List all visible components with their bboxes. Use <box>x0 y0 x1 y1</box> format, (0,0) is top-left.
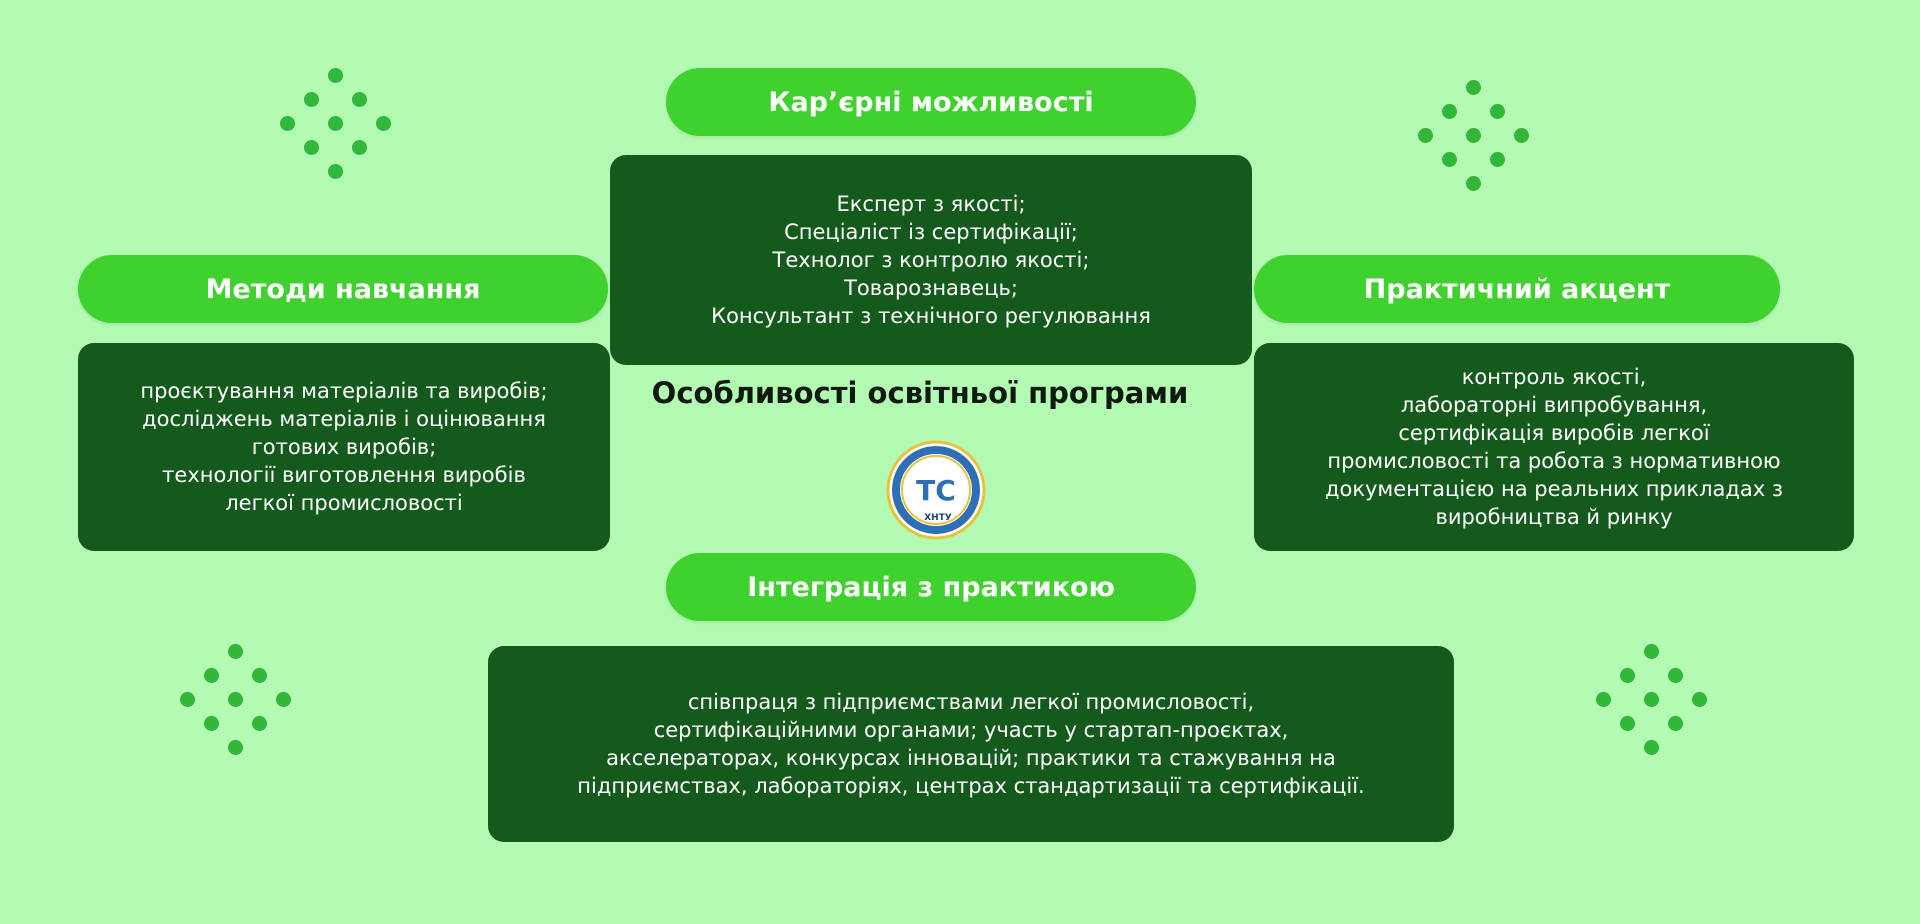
methods-title: Методи навчання <box>205 273 481 305</box>
methods-title-pill: Методи навчання <box>78 255 608 323</box>
decorative-dot <box>1668 668 1683 683</box>
integration-title: Інтеграція з практикою <box>747 571 1115 603</box>
practical-title: Практичний акцент <box>1363 273 1671 305</box>
decorative-dot <box>1596 692 1611 707</box>
logo-letters: ТС <box>916 474 956 507</box>
practical-line: промисловості та робота з нормативною <box>1327 449 1781 473</box>
decorative-dot <box>1644 644 1659 659</box>
decorative-dot <box>228 692 243 707</box>
decorative-dot <box>1620 668 1635 683</box>
center-title: Особливості освітньої програми <box>651 376 1189 410</box>
decorative-dot <box>304 92 319 107</box>
decorative-dot <box>352 140 367 155</box>
career-item: Спеціаліст із сертифікації; <box>784 220 1078 244</box>
decorative-dot <box>304 140 319 155</box>
decorative-dot <box>280 116 295 131</box>
integration-line: підприємствах, лабораторіях, центрах ста… <box>577 774 1365 798</box>
integration-box: співпраця з підприємствами легкої промис… <box>488 646 1454 842</box>
decorative-dot <box>1514 128 1529 143</box>
decorative-dot <box>1490 152 1505 167</box>
career-list: Експерт з якості; Спеціаліст із сертифік… <box>711 190 1151 330</box>
decorative-dot <box>1668 716 1683 731</box>
practical-line: контроль якості, <box>1461 365 1647 389</box>
practical-line: виробництва й ринку <box>1435 505 1673 529</box>
decorative-dot <box>1620 716 1635 731</box>
logo-text: ХНТУ <box>924 513 952 523</box>
practical-box: контроль якості, лабораторні випробуванн… <box>1254 343 1854 551</box>
decorative-dot <box>228 740 243 755</box>
decorative-dot <box>352 92 367 107</box>
methods-line: проєктування матеріалів та виробів; <box>140 379 548 403</box>
decorative-dot <box>228 644 243 659</box>
university-logo: ТС ХНТУ <box>886 440 986 540</box>
methods-line: готових виробів; <box>251 435 437 459</box>
integration-text: співпраця з підприємствами легкої промис… <box>577 688 1364 800</box>
integration-title-pill: Інтеграція з практикою <box>666 553 1196 621</box>
decorative-dot <box>1466 80 1481 95</box>
decorative-dot <box>204 668 219 683</box>
career-title: Кар’єрні можливості <box>768 86 1094 118</box>
methods-line: досліджень матеріалів і оцінювання <box>142 407 546 431</box>
integration-line: акселераторах, конкурсах інновацій; прак… <box>606 746 1336 770</box>
methods-box: проєктування матеріалів та виробів; досл… <box>78 343 610 551</box>
integration-line: співпраця з підприємствами легкої промис… <box>687 690 1255 714</box>
methods-text: проєктування матеріалів та виробів; досл… <box>140 377 547 517</box>
decorative-dot <box>1490 104 1505 119</box>
career-item: Товарознавець; <box>844 276 1018 300</box>
career-title-pill: Кар’єрні можливості <box>666 68 1196 136</box>
career-item: Консультант з технічного регулювання <box>711 304 1151 328</box>
decorative-dot <box>328 164 343 179</box>
decorative-dot <box>276 692 291 707</box>
decorative-dot <box>1644 692 1659 707</box>
decorative-dot <box>1466 128 1481 143</box>
methods-line: технології виготовлення виробів <box>162 463 526 487</box>
methods-line: легкої промисловості <box>225 491 463 515</box>
career-item: Технолог з контролю якості; <box>772 248 1090 272</box>
decorative-dot <box>1692 692 1707 707</box>
decorative-dot <box>328 116 343 131</box>
decorative-dot <box>376 116 391 131</box>
practical-text: контроль якості, лабораторні випробуванн… <box>1325 363 1783 531</box>
practical-line: сертифікація виробів легкої <box>1398 421 1710 445</box>
decorative-dot <box>252 716 267 731</box>
decorative-dot <box>1442 104 1457 119</box>
practical-line: документацією на реальних прикладах з <box>1324 477 1784 501</box>
practical-line: лабораторні випробування, <box>1400 393 1708 417</box>
career-box: Експерт з якості; Спеціаліст із сертифік… <box>610 155 1252 365</box>
career-item: Експерт з якості; <box>836 192 1026 216</box>
decorative-dot <box>252 668 267 683</box>
decorative-dot <box>1442 152 1457 167</box>
decorative-dot <box>1418 128 1433 143</box>
decorative-dot <box>1466 176 1481 191</box>
integration-line: сертифікаційними органами; участь у стар… <box>653 718 1289 742</box>
decorative-dot <box>1644 740 1659 755</box>
practical-title-pill: Практичний акцент <box>1254 255 1780 323</box>
decorative-dot <box>180 692 195 707</box>
decorative-dot <box>328 68 343 83</box>
decorative-dot <box>204 716 219 731</box>
